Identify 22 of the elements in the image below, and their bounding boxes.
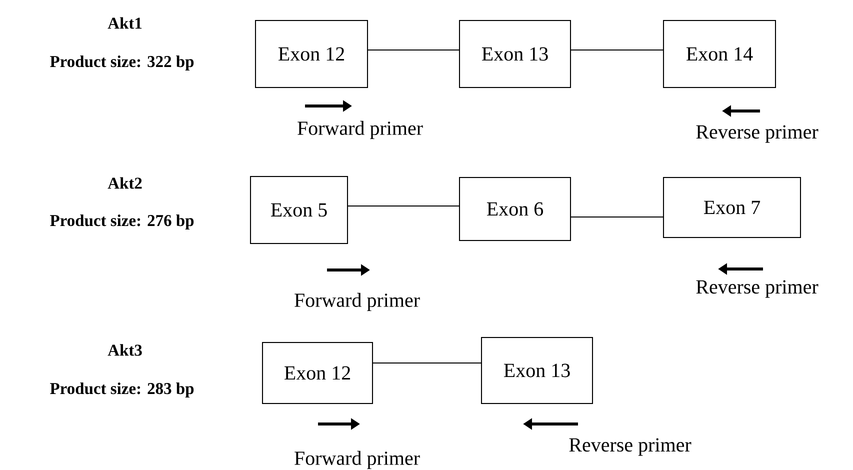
exon-box: Exon 12 bbox=[255, 20, 368, 88]
gene-label: Product size: 322 bp bbox=[50, 56, 194, 70]
primer-label: Reverse primer bbox=[569, 438, 692, 456]
connector-line bbox=[570, 216, 664, 218]
primer-label: Forward primer bbox=[294, 292, 420, 312]
exon-box: Exon 6 bbox=[459, 177, 571, 241]
gene-label: Akt1 bbox=[108, 17, 142, 29]
gene-label: Akt2 bbox=[108, 177, 142, 189]
gene-label: Akt3 bbox=[108, 344, 142, 356]
primer-label: Forward primer bbox=[294, 450, 420, 470]
gene-label: Product size: 283 bp bbox=[50, 382, 194, 398]
connector-line bbox=[372, 362, 482, 364]
gene-label: Product size: 276 bp bbox=[50, 214, 194, 230]
exon-box: Exon 7 bbox=[663, 177, 801, 238]
exon-box: Exon 13 bbox=[459, 20, 571, 88]
exon-box: Exon 12 bbox=[262, 342, 373, 404]
primer-label: Forward primer bbox=[298, 120, 423, 140]
exon-box: Exon 14 bbox=[663, 20, 776, 88]
exon-box: Exon 5 bbox=[250, 176, 348, 244]
exon-box: Exon 13 bbox=[481, 337, 593, 404]
primer-label: Reverse primer bbox=[696, 280, 818, 298]
primer-label: Reverse primer bbox=[696, 125, 818, 143]
